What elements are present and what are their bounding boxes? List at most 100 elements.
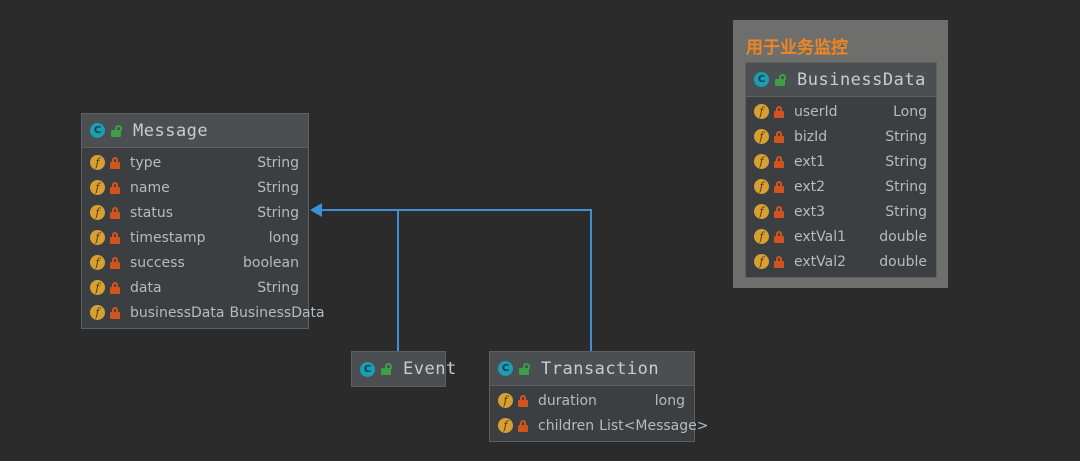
field-icon [90,255,105,270]
field-row[interactable]: duration long [490,388,694,413]
field-row[interactable]: extVal1 double [746,224,936,249]
field-type: boolean [243,254,299,271]
field-row[interactable]: ext2 String [746,174,936,199]
field-name: ext3 [794,203,826,220]
field-name: bizId [794,128,828,145]
field-type: String [257,279,299,296]
field-list-message: type String name String status String [82,148,325,328]
field-icon [90,230,105,245]
class-name-message: Message [133,120,209,141]
field-row[interactable]: timestamp long [82,225,308,250]
lock-private-icon [774,180,784,193]
field-type: String [885,153,927,170]
class-box-message[interactable]: Message type String name String [81,113,325,329]
lock-private-icon [774,130,784,143]
field-icon [754,179,769,194]
lock-private-icon [110,206,120,219]
class-box-event[interactable]: Event [351,351,456,387]
inheritance-connector-transaction [590,209,592,352]
field-name: type [130,154,162,171]
field-list-transaction: duration long children List<Message> [490,386,708,441]
field-name: success [130,254,185,271]
field-row[interactable]: type String [82,150,308,175]
field-row[interactable]: userId Long [746,99,936,124]
field-name: extVal1 [794,228,847,245]
field-name: name [130,179,170,196]
field-icon [90,280,105,295]
lock-private-icon [110,306,120,319]
field-icon [90,155,105,170]
class-name-business-data: BusinessData [797,69,926,90]
note-title: 用于业务监控 [746,38,848,58]
field-name: data [130,279,162,296]
field-icon [498,418,513,433]
field-row[interactable]: name String [82,175,308,200]
inheritance-arrowhead-icon [310,203,322,217]
field-icon [754,229,769,244]
lock-private-icon [518,419,528,432]
field-name: ext2 [794,178,826,195]
class-icon [90,123,105,138]
class-box-transaction[interactable]: Transaction duration long children List<… [489,351,708,442]
field-type: long [654,392,685,409]
inheritance-connector-horizontal [322,209,592,211]
field-name: ext1 [794,153,826,170]
field-type: String [885,128,927,145]
field-icon [90,180,105,195]
field-type: String [257,154,299,171]
field-row[interactable]: bizId String [746,124,936,149]
lock-public-icon [519,362,530,375]
field-type: BusinessData [229,304,325,321]
field-type: Long [893,103,927,120]
field-icon [754,104,769,119]
lock-private-icon [774,230,784,243]
class-header-message[interactable]: Message [82,114,308,148]
field-type: String [885,203,927,220]
class-header-event[interactable]: Event [352,352,456,386]
field-name: status [130,204,174,221]
lock-private-icon [774,105,784,118]
field-name: userId [794,103,838,120]
field-row[interactable]: success boolean [82,250,308,275]
field-name: extVal2 [794,253,847,270]
class-box-business-data[interactable]: BusinessData userId Long bizId String [745,62,937,278]
field-row[interactable]: children List<Message> [490,413,708,438]
lock-private-icon [110,281,120,294]
field-name: duration [538,392,597,409]
field-row[interactable]: ext3 String [746,199,936,224]
lock-private-icon [110,156,120,169]
field-row[interactable]: ext1 String [746,149,936,174]
field-icon [754,254,769,269]
lock-private-icon [518,394,528,407]
field-icon [498,393,513,408]
inheritance-connector-event [397,209,399,352]
field-icon [90,305,105,320]
lock-private-icon [110,256,120,269]
field-type: double [879,253,927,270]
lock-private-icon [110,231,120,244]
field-type: String [257,179,299,196]
class-header-business-data[interactable]: BusinessData [746,63,936,97]
field-icon [754,154,769,169]
field-row[interactable]: status String [82,200,308,225]
field-name: children [538,417,595,434]
class-name-event: Event [403,359,457,379]
class-icon [498,361,513,376]
lock-private-icon [774,155,784,168]
class-header-transaction[interactable]: Transaction [490,352,694,386]
lock-private-icon [774,205,784,218]
field-type: List<Message> [599,417,709,434]
field-icon [754,129,769,144]
lock-public-icon [111,124,122,137]
field-type: String [257,204,299,221]
field-row[interactable]: businessData BusinessData [82,300,325,325]
lock-private-icon [774,255,784,268]
field-name: timestamp [130,229,206,246]
field-type: double [879,228,927,245]
lock-public-icon [381,363,392,375]
field-type: long [268,229,299,246]
field-row[interactable]: extVal2 double [746,249,936,274]
field-row[interactable]: data String [82,275,308,300]
class-icon [754,72,769,87]
